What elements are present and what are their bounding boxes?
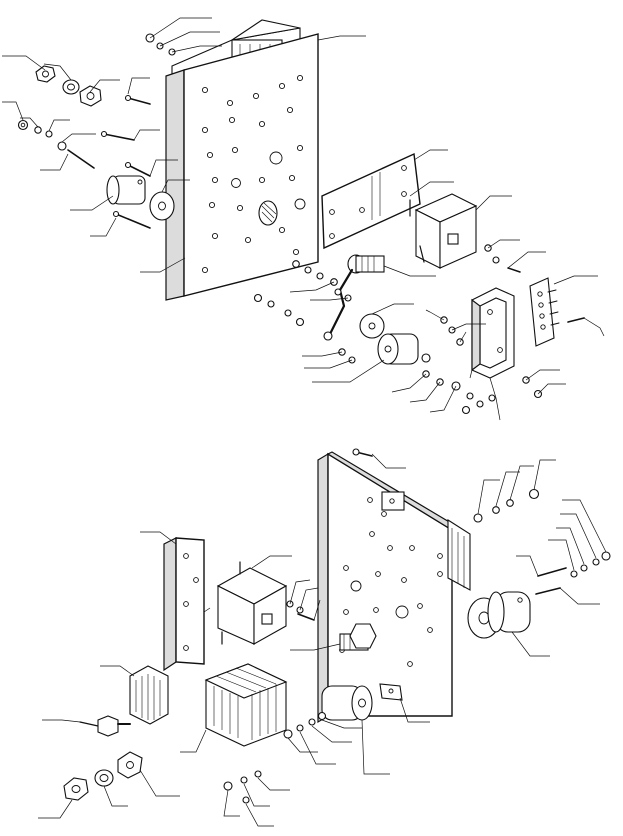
lower-roller (467, 591, 531, 639)
lower-leader-lines (38, 453, 607, 827)
upper-transformer (409, 193, 478, 269)
lower-rear-heatsink (447, 518, 471, 591)
upper-drum (377, 333, 431, 365)
upper-u-bracket (471, 287, 515, 379)
upper-leader-lines (2, 17, 605, 421)
upper-main-plate (165, 33, 319, 301)
threaded-rod (67, 149, 95, 169)
ring-terminal (473, 513, 483, 523)
lower-left-hardware (63, 751, 143, 801)
small-washer (45, 130, 53, 138)
upper-bracket-plate (321, 152, 421, 250)
screw (567, 317, 585, 323)
threaded-rod (535, 587, 561, 595)
upper-roller (106, 175, 175, 221)
lower-small-fasteners (223, 448, 611, 804)
screw (127, 164, 151, 177)
lower-main-plate (317, 451, 471, 724)
small-heatsink (129, 665, 169, 725)
small-washer (34, 126, 42, 134)
screw (127, 97, 151, 105)
upper-small-fasteners (145, 33, 543, 415)
large-heatsink (204, 663, 288, 747)
small-nut (57, 141, 67, 151)
upper-plate-holes (201, 74, 306, 274)
upper-shaft-lever (323, 254, 385, 341)
lower-assembly (38, 448, 611, 827)
lower-transformer (216, 561, 288, 645)
lower-shaft (339, 623, 377, 651)
screw (103, 133, 135, 141)
upper-terminal-strip (529, 277, 585, 347)
stud-diode (79, 715, 131, 737)
upper-plate-slot (258, 200, 278, 226)
screw (115, 213, 151, 229)
upper-assembly (2, 17, 605, 421)
screw (537, 567, 567, 577)
lower-plate-holes (339, 497, 443, 667)
lower-bracket-plate (163, 537, 205, 672)
